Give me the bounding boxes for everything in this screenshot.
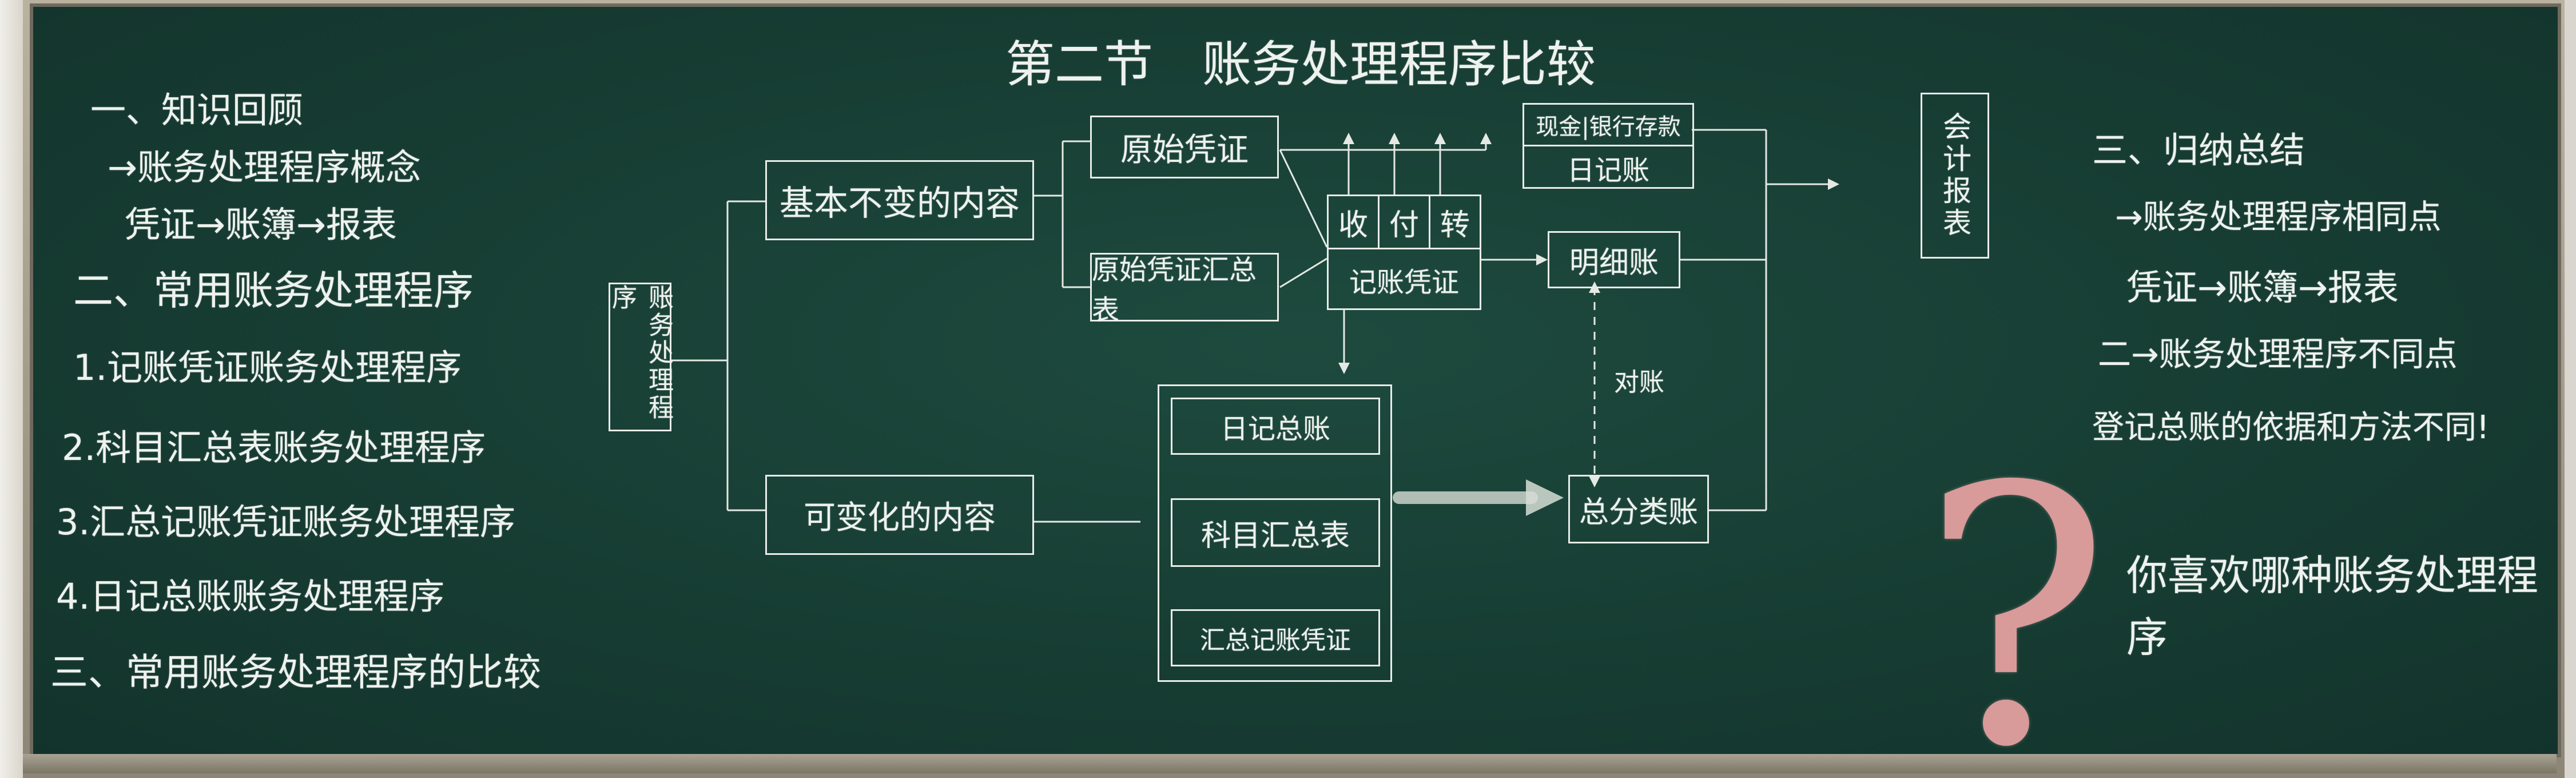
summary-item: 二→账务处理程序不同点: [2098, 335, 2458, 374]
outline-item: 4.日记总账账务处理程序: [56, 575, 445, 617]
variant-account-summary: 科目汇总表: [1171, 498, 1380, 567]
summary-item: 三、归纳总结: [2092, 129, 2305, 171]
chalkboard: 第二节 账务处理程序比较 一、知识回顾 →账务处理程序概念 凭证→账簿→报表 二…: [30, 3, 2561, 757]
question-mark-icon: ?: [1921, 412, 2111, 757]
unchanged-box: 基本不变的内容: [765, 160, 1034, 240]
voucher-box: 收 付 转 记账凭证: [1327, 194, 1481, 310]
detail-ledger-box: 明细账: [1548, 231, 1680, 288]
chalk-tray: [23, 754, 2557, 773]
voucher-type-receipt: 收: [1329, 196, 1380, 248]
outline-item: 凭证→账簿→报表: [125, 204, 397, 245]
summary-item: →账务处理程序相同点: [2115, 197, 2442, 236]
outline-item: 2.科目汇总表账务处理程序: [62, 427, 486, 469]
outline-item: 1.记账凭证账务处理程序: [73, 347, 462, 388]
variant-daily-general-ledger: 日记总账: [1171, 398, 1380, 455]
outline-item: 三、常用账务处理程序的比较: [50, 650, 541, 694]
outline-item: 3.汇总记账凭证账务处理程序: [56, 501, 516, 543]
diagram-connectors: [670, 129, 1839, 523]
variants-box: 日记总账 科目汇总表 汇总记账凭证: [1158, 384, 1392, 682]
journal-box: 现金|银行存款 日记账: [1522, 103, 1694, 189]
variant-summary-voucher: 汇总记账凭证: [1171, 609, 1380, 666]
original-voucher-box: 原始凭证: [1090, 116, 1279, 178]
outline-item: →账务处理程序概念: [108, 146, 421, 188]
original-summary-box: 原始凭证汇总表: [1090, 253, 1279, 326]
outline-item: 一、知识回顾: [90, 89, 304, 131]
question-text: 你喜欢哪种账务处理程序: [2126, 551, 2539, 661]
voucher-type-payment: 付: [1380, 196, 1430, 248]
journal-top: 现金|银行存款: [1524, 105, 1692, 146]
voucher-label: 记账凭证: [1349, 267, 1459, 299]
outline-item: 二、常用账务处理程序: [73, 267, 474, 314]
voucher-type-transfer: 转: [1440, 208, 1470, 243]
summary-item: 凭证→账簿→报表: [2126, 267, 2399, 308]
reconcile-label: 对账: [1614, 368, 1664, 397]
general-ledger-box: 总分类账: [1568, 475, 1709, 543]
summary-item: 登记总账的依据和方法不同!: [2092, 409, 2490, 446]
page-title: 第二节 账务处理程序比较: [1005, 36, 1596, 93]
journal-bottom: 日记账: [1567, 154, 1649, 186]
root-box: 账务处理程序: [607, 283, 673, 431]
reports-box: 会计报表: [1921, 93, 1989, 259]
changeable-box: 可变化的内容: [765, 475, 1034, 555]
